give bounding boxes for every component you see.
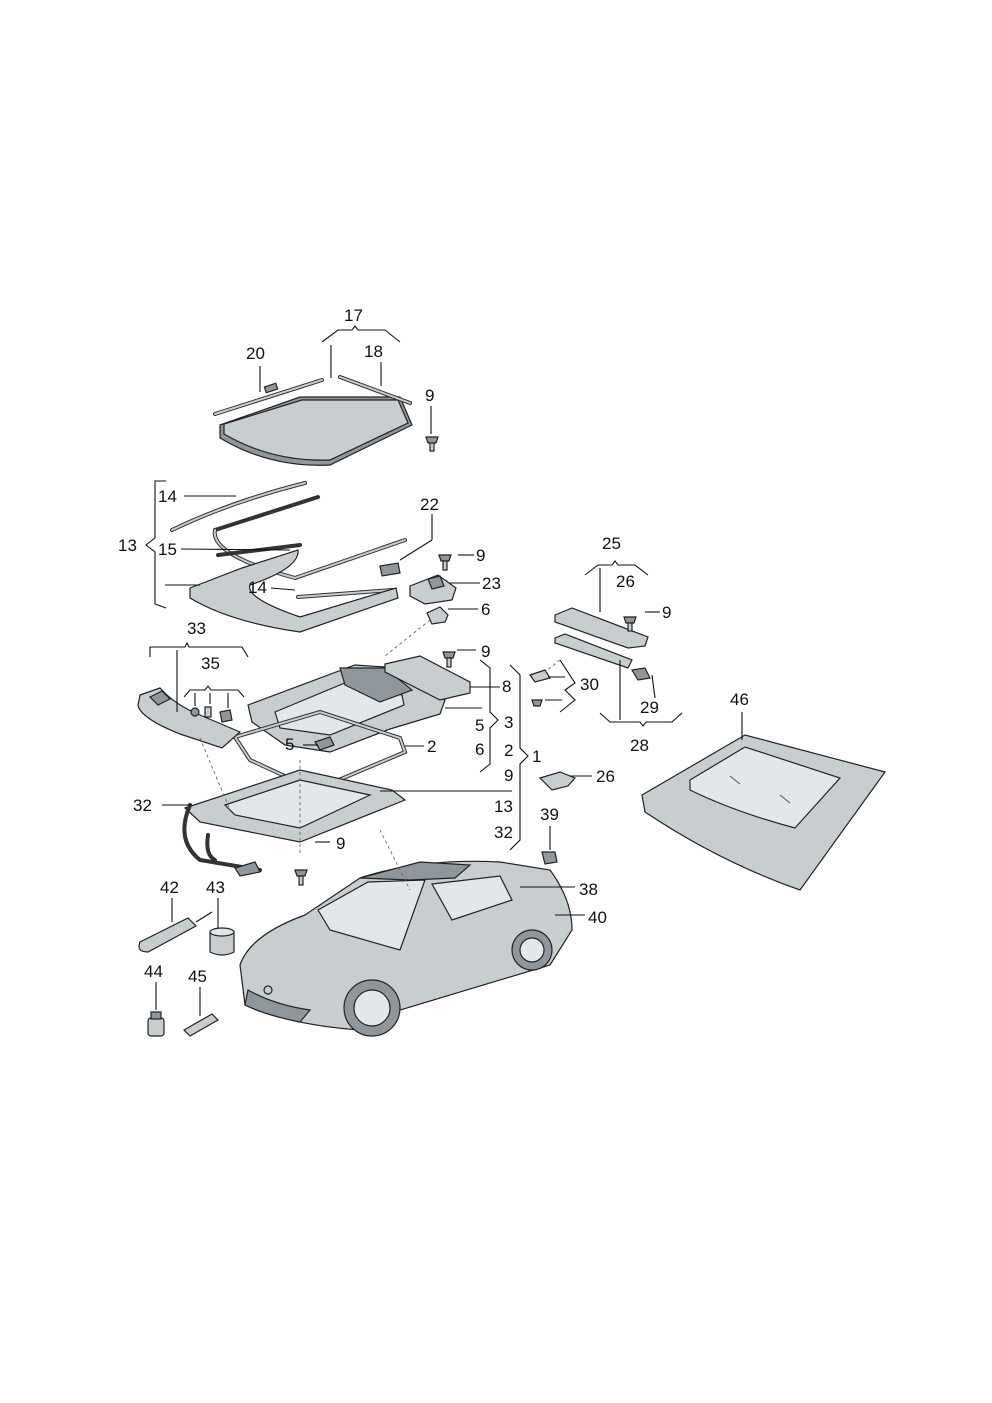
leader-lines	[145, 325, 743, 1016]
callout-35: 35	[201, 654, 220, 673]
part-20-seal	[213, 378, 324, 416]
part-15-seal-ring	[212, 495, 407, 581]
part-17-glass-panel	[219, 396, 413, 466]
part-22-pad	[379, 562, 401, 577]
part-45-tube	[183, 1013, 219, 1037]
callout-25: 25	[602, 534, 621, 553]
callout-18: 18	[364, 342, 383, 361]
callout-9: 9	[662, 603, 671, 622]
callout-9: 9	[336, 834, 345, 853]
callout-9: 9	[425, 386, 434, 405]
callout-38: 38	[579, 880, 598, 899]
callout-6: 6	[481, 600, 490, 619]
callout-44: 44	[144, 962, 163, 981]
callout-17: 17	[344, 306, 363, 325]
part-43-container	[209, 927, 235, 956]
callout-2: 2	[504, 741, 513, 760]
callout-23: 23	[482, 574, 501, 593]
callout-15: 15	[158, 540, 177, 559]
callout-9: 9	[504, 766, 513, 785]
part-25-rail-upper	[554, 607, 649, 649]
callout-45: 45	[188, 967, 207, 986]
part-26-bracket	[538, 771, 577, 791]
callout-43: 43	[206, 878, 225, 897]
part-23-motor	[409, 574, 457, 605]
callout-29: 29	[640, 698, 659, 717]
callout-26: 26	[596, 767, 615, 786]
callout-42: 42	[160, 878, 179, 897]
callout-32: 32	[133, 796, 152, 815]
part-2-seal-ring	[231, 709, 408, 793]
callout-46: 46	[730, 690, 749, 709]
callout-30: 30	[580, 675, 599, 694]
callout-22: 22	[420, 495, 439, 514]
part-1-frame-assembly	[247, 664, 446, 753]
part-32-frame-drain	[182, 769, 407, 877]
part-9-screw-b	[438, 554, 452, 571]
part-5-clip	[314, 736, 335, 751]
callout-5: 5	[285, 735, 294, 754]
part-46-panoramic-roof	[641, 734, 886, 891]
part-6-bracket	[426, 606, 449, 625]
callout-33: 33	[187, 619, 206, 638]
callout-14: 14	[158, 487, 177, 506]
callout-3: 3	[504, 713, 513, 732]
part-13-deflector-frame	[189, 549, 399, 633]
callout-1: 1	[532, 747, 541, 766]
part-28-rail-lower	[554, 633, 633, 669]
part-33-trim-panel	[137, 687, 242, 749]
part-8-cover	[384, 655, 471, 701]
car-illustration	[239, 860, 573, 1037]
callout-28: 28	[630, 736, 649, 755]
part-14-seal-upper	[170, 481, 307, 532]
part-18-seal	[338, 375, 412, 405]
part-9-screw-a	[425, 436, 439, 452]
callout-40: 40	[588, 908, 607, 927]
callout-8: 8	[502, 677, 511, 696]
callout-9: 9	[476, 546, 485, 565]
part-29-end-piece	[631, 667, 651, 681]
part-9-screw-e	[623, 616, 637, 632]
callout-39: 39	[540, 805, 559, 824]
part-42-adhesive-cartridge	[138, 911, 213, 953]
callout-2: 2	[427, 737, 436, 756]
callout-5: 5	[475, 716, 484, 735]
callout-32: 32	[494, 823, 513, 842]
callout-13: 13	[494, 797, 513, 816]
callout-9: 9	[481, 642, 490, 661]
part-39-grommet	[541, 851, 558, 865]
callout-labels: 17 18 20 9 14 13 15 14 22 9 23 6 33 35 9…	[118, 306, 749, 986]
callout-20: 20	[246, 344, 265, 363]
part-44-bottle	[147, 1011, 165, 1037]
part-9-screw-d	[294, 869, 308, 886]
part-35-clips	[190, 706, 233, 723]
part-30-guides	[529, 669, 551, 707]
callout-26: 26	[616, 572, 635, 591]
callout-6: 6	[475, 740, 484, 759]
callout-14: 14	[248, 578, 267, 597]
callout-13: 13	[118, 536, 137, 555]
part-9-screw-c	[442, 651, 456, 668]
